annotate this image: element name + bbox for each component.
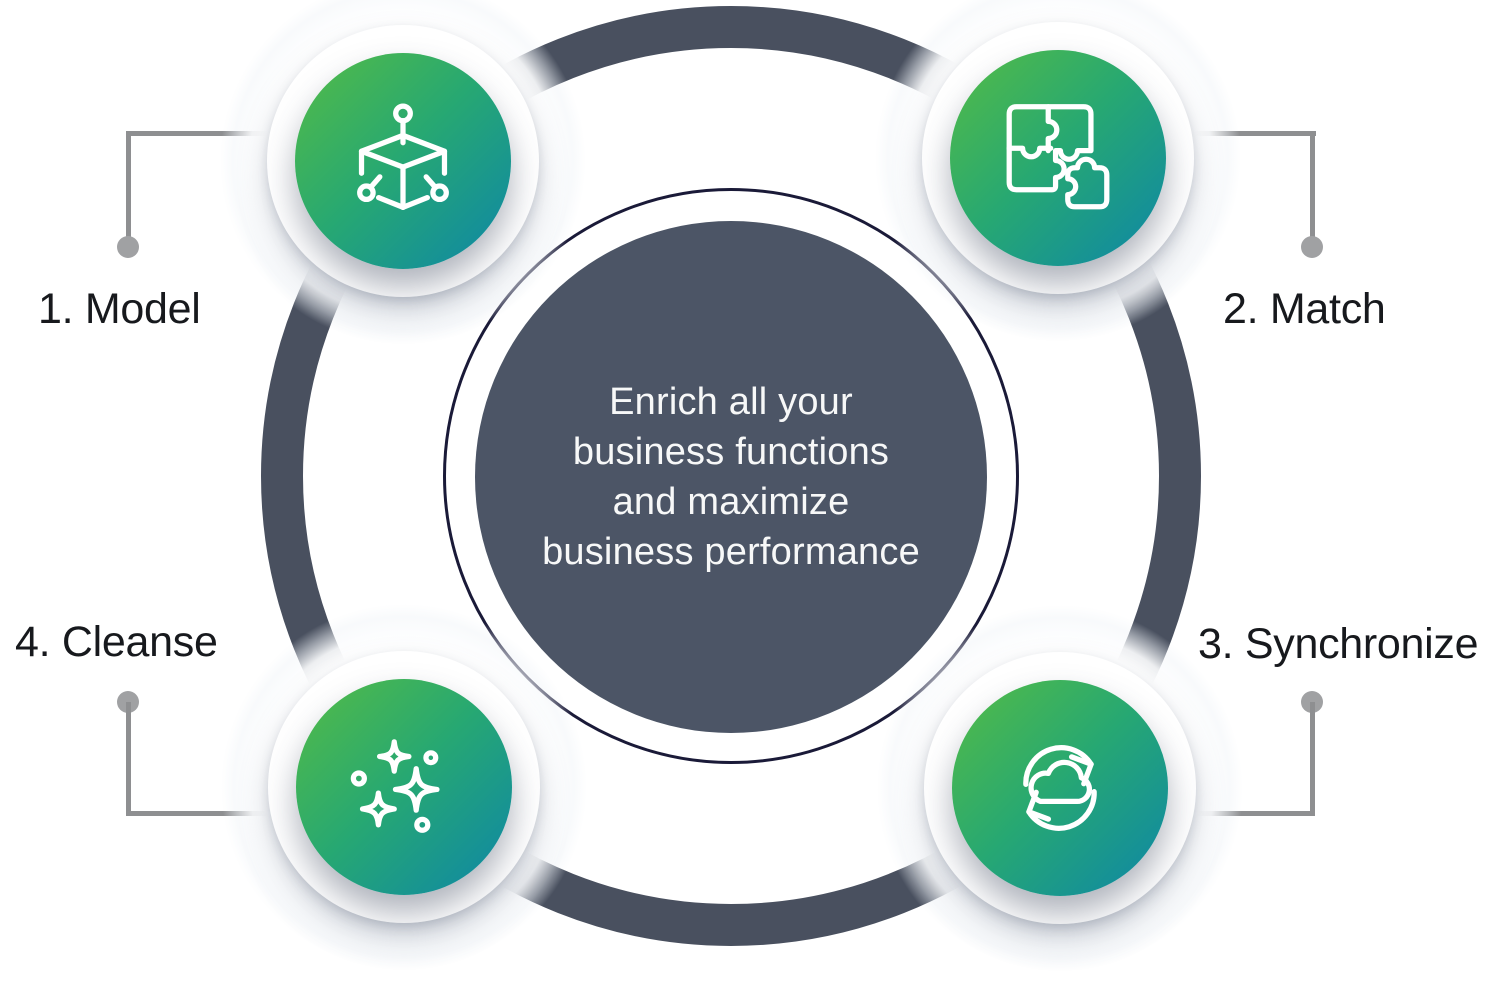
center-message-line: business performance: [542, 531, 920, 573]
connector-dot-model: [117, 236, 139, 258]
center-message-line: business functions: [572, 431, 890, 473]
sparkles-cleanse-icon: [350, 739, 440, 833]
step-node-cleanse: [221, 604, 587, 970]
cube-model-icon: [357, 103, 449, 210]
step-node-model: [220, 0, 586, 344]
center-message: Enrich all your business functions and m…: [542, 377, 920, 577]
cloud-sync-icon: [1023, 745, 1097, 831]
center-message-line: and maximize: [612, 481, 850, 523]
connector-line-cleanse-vertical: [126, 702, 131, 815]
outline-circle: [443, 188, 1019, 764]
connector-line-synchronize-vertical: [1310, 702, 1315, 815]
step-label-model: 1. Model: [38, 285, 201, 333]
step-label-synchronize: 3. Synchronize: [1198, 620, 1479, 668]
connector-dot-match: [1301, 236, 1323, 258]
center-message-line: Enrich all your: [609, 381, 853, 423]
step-label-match: 2. Match: [1223, 285, 1386, 333]
node-disc-match: [950, 50, 1166, 266]
node-disc-synchronize: [952, 680, 1168, 896]
puzzle-match-icon: [1006, 104, 1110, 210]
connector-line-model-vertical: [126, 131, 131, 247]
node-disc-cleanse: [296, 679, 512, 895]
step-node-match: [875, 0, 1241, 341]
step-label-cleanse: 4. Cleanse: [15, 618, 218, 666]
node-disc-model: [295, 53, 511, 269]
center-message-disc: Enrich all your business functions and m…: [475, 221, 987, 733]
connector-line-match-vertical: [1310, 131, 1315, 247]
step-node-synchronize: [877, 605, 1243, 971]
